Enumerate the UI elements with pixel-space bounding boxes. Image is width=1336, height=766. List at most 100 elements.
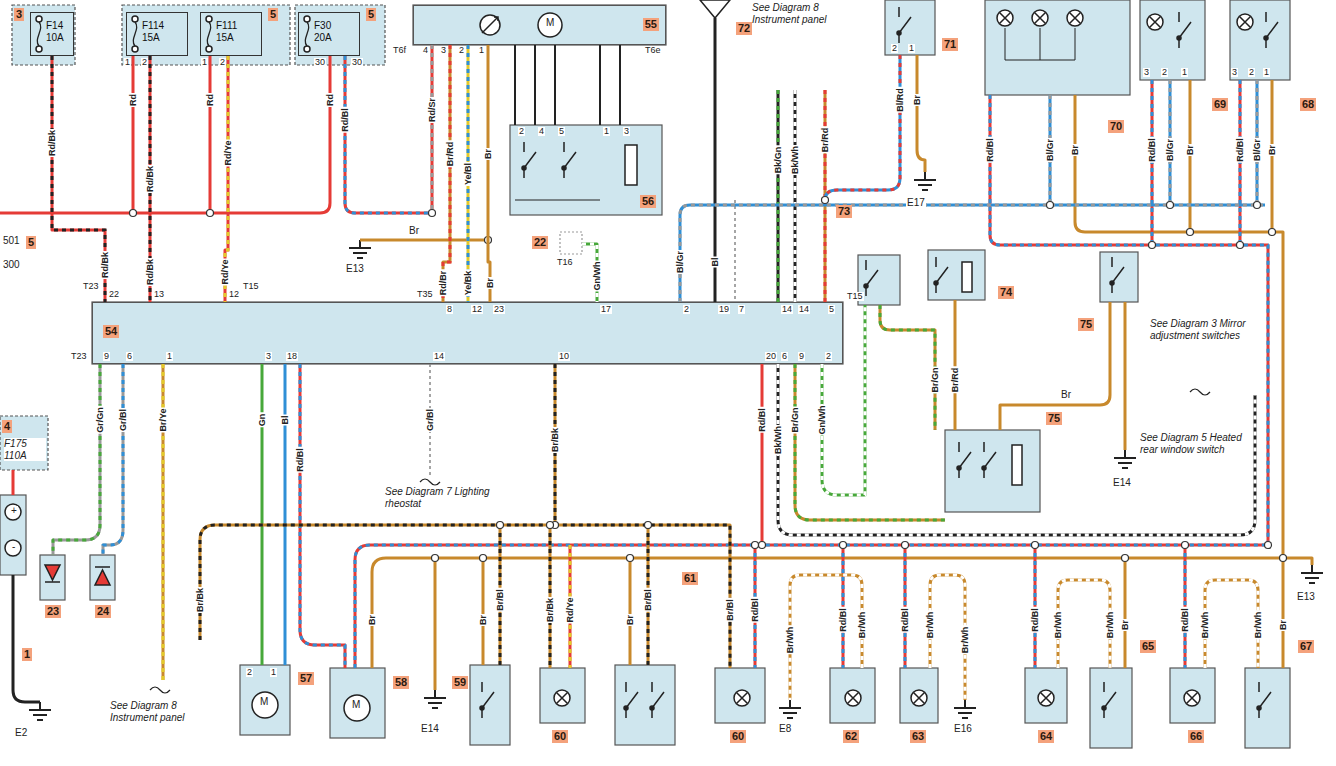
component-housings (1245, 668, 1290, 748)
wires-two-colour (200, 364, 730, 668)
component-housings (295, 5, 385, 65)
text-label: - (11, 542, 16, 552)
wire-colour-code: Bl/Rd (896, 87, 905, 113)
component-box: 55 (413, 5, 666, 45)
component-symbols (304, 16, 310, 52)
wire-colour-code: Rd (206, 93, 215, 107)
component-symbols (1184, 690, 1200, 706)
wire-stripe (52, 56, 105, 302)
junction-dots (645, 522, 652, 529)
callout-number: 69 (1212, 98, 1228, 111)
component-symbols (700, 0, 730, 18)
node-text: F111 15A (216, 20, 237, 44)
callout-number: 5 (366, 8, 376, 21)
pin-number: 6 (781, 352, 788, 361)
component-symbols (1237, 14, 1253, 30)
component-housings (330, 668, 385, 738)
callout-number: 4 (2, 420, 12, 433)
ground-symbols (29, 172, 1323, 720)
callout-number: 68 (1300, 98, 1316, 111)
wire-colour-code: Br/Bk (551, 427, 560, 453)
wires-two-colour (825, 55, 900, 200)
callout-number: 70 (1108, 120, 1124, 133)
node-text: 54 (103, 325, 119, 338)
junction-dots (1047, 202, 1054, 209)
wire-colour-code: Rd/Bk (146, 165, 155, 193)
component-symbols (1005, 28, 1075, 60)
junction-dots (752, 542, 759, 549)
junction-dots (822, 197, 829, 204)
wire-colour-code: Rd/Ye (224, 139, 233, 166)
component-symbols (206, 16, 212, 52)
pin-number: 1 (603, 127, 610, 136)
wires-two-colour (777, 90, 780, 302)
ground-symbols (954, 700, 976, 718)
callout-number: 60 (730, 730, 746, 743)
wires-two-colour (777, 90, 780, 302)
wire-colour-code: Rd/Ye (221, 258, 230, 285)
text-label: Br (1060, 390, 1072, 400)
callout-number: 62 (843, 730, 859, 743)
component-symbols (252, 692, 278, 718)
wire-colour-code: Bl (711, 257, 720, 268)
callout-number: 61 (682, 572, 698, 585)
pin-number: 2 (246, 668, 253, 677)
component-housings (985, 0, 1130, 95)
wire-colour-code: Rd/Bl (1236, 137, 1245, 163)
wire-colour-code: Br/Bl (644, 588, 653, 612)
wire-colour-code: Rd/Bl (986, 137, 995, 163)
wire-colour-code: Rd/Bl (1031, 607, 1040, 633)
note-text: F175 110A (4, 438, 46, 461)
wires-two-colour (795, 305, 945, 520)
text-label: Br (408, 226, 420, 236)
wire-colour-code: Gn/Wh (818, 405, 827, 436)
component-symbols (482, 17, 498, 33)
wire-colour-code: Rd/Bk (101, 251, 110, 279)
wire-colour-code: Rd/Ye (566, 596, 575, 623)
wire-colour-code: Rd/Br (439, 270, 448, 297)
wire-path (443, 45, 450, 302)
wire-colour-code: Br (913, 94, 922, 106)
pin-number: 5 (558, 127, 565, 136)
wire-connector (52, 56, 105, 302)
node-text: F30 20A (314, 20, 332, 44)
component-symbols (5, 504, 21, 520)
wire-colour-code: Rd (326, 93, 335, 107)
component-housings (1025, 668, 1067, 723)
callout-number: 75 (1046, 412, 1062, 425)
wire-colour-code: Gr/Bl (426, 408, 435, 432)
pin-number: 30 (314, 58, 326, 67)
pin-number: 20 (765, 352, 777, 361)
junction-dots (1187, 229, 1194, 236)
wire-colour-code: Br/Wh (1054, 611, 1063, 640)
component-housings (540, 668, 585, 723)
wires-two-colour (200, 364, 730, 668)
component-housings (1100, 252, 1138, 302)
wire-path (52, 56, 105, 302)
component-symbols (538, 13, 562, 37)
junction-dots (130, 210, 137, 217)
callout-number: 71 (942, 38, 958, 51)
wire-colour-code: Br (1268, 144, 1277, 156)
wire-colour-code: Br/Wh (1254, 611, 1263, 640)
wires-single (284, 364, 287, 665)
pin-number: 8 (446, 305, 453, 314)
pin-number: 2 (825, 352, 832, 361)
component-housings (615, 665, 675, 745)
callout-number: 66 (1188, 730, 1204, 743)
junction-dots (1280, 555, 1287, 562)
pin-number: 5 (828, 305, 835, 314)
pin-number: 1 (201, 58, 208, 67)
fuse-box: F14 10A (30, 12, 74, 56)
wire-stripe (443, 45, 450, 302)
pin-number: 2 (518, 127, 525, 136)
wire-colour-code: Rd/Sr (428, 97, 437, 123)
pin-number: T6f (392, 46, 407, 55)
pin-number: 14 (798, 305, 810, 314)
wire-colour-code: Br/Rd (821, 127, 830, 154)
text-label: E13 (345, 264, 365, 274)
wires-two-colour (103, 364, 123, 555)
wires-two-colour (790, 575, 1258, 700)
wire-colour-code: Rd/Bl (341, 107, 350, 133)
